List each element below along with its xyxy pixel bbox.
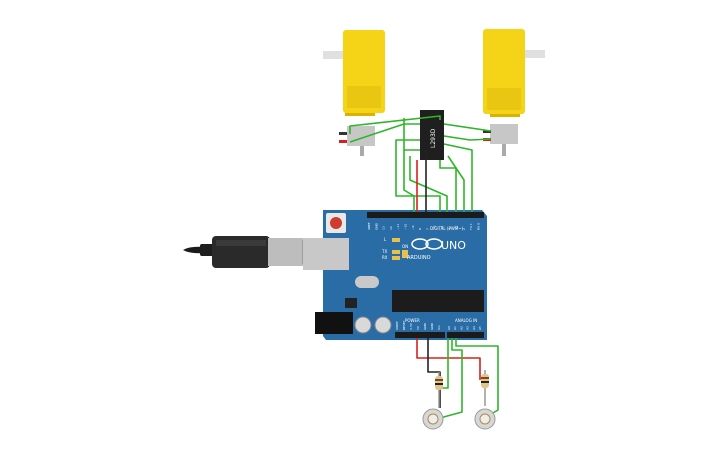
pin-label: GND bbox=[430, 322, 434, 330]
resistor-left[interactable] bbox=[435, 372, 443, 408]
led-rx-label: RX bbox=[382, 255, 388, 260]
pin-label: RX 0 bbox=[477, 223, 481, 230]
digital-header[interactable] bbox=[367, 212, 484, 218]
pin-label: IOREF bbox=[395, 321, 399, 330]
power-jack bbox=[315, 312, 353, 334]
board-brand: ARDUINO bbox=[407, 255, 431, 261]
led-l bbox=[392, 238, 400, 242]
dc-motor-left[interactable] bbox=[323, 30, 385, 156]
pin-label: ~11 bbox=[396, 224, 400, 230]
pin-label: A1 bbox=[453, 326, 457, 330]
pin-label: 4 bbox=[447, 228, 451, 230]
driver-label: L293D bbox=[430, 128, 437, 148]
power-label: POWER bbox=[405, 318, 420, 323]
pin-label: A3 bbox=[466, 326, 470, 330]
on-label: ON bbox=[402, 244, 408, 249]
pin-label: ~6 bbox=[433, 225, 437, 230]
pin-label: 3.3V bbox=[409, 322, 413, 330]
led-tx bbox=[392, 250, 400, 254]
pin-label: ~9 bbox=[411, 225, 415, 230]
led-on bbox=[402, 250, 408, 258]
usb-port bbox=[303, 238, 349, 270]
photoresistor-left[interactable] bbox=[422, 408, 444, 430]
dc-motor-right[interactable] bbox=[483, 29, 545, 156]
pin-label: 7 bbox=[425, 228, 429, 230]
pin-label: 12 bbox=[389, 226, 393, 230]
pin-label: ~10 bbox=[404, 224, 408, 230]
photoresistor-right[interactable] bbox=[474, 408, 496, 430]
power-header[interactable] bbox=[395, 332, 445, 338]
pin-label: ~5 bbox=[440, 225, 444, 230]
pin-label: A2 bbox=[459, 326, 463, 330]
pin-label: 2 bbox=[462, 228, 466, 230]
arduino-uno[interactable]: UNO ARDUINO DIGITAL (PWM~) POWER ANALOG … bbox=[303, 210, 487, 340]
atmega-chip bbox=[392, 290, 484, 312]
pin-label: 5V bbox=[416, 325, 420, 330]
pin-label: ~3 bbox=[455, 225, 459, 230]
pin-label: GND bbox=[374, 222, 378, 230]
pin-label: Vin bbox=[437, 325, 441, 330]
pin-label: 8 bbox=[418, 228, 422, 230]
pin-label: GND bbox=[423, 322, 427, 330]
wires bbox=[349, 115, 499, 419]
led-tx-label: TX bbox=[381, 249, 387, 254]
pin-label: A5 bbox=[478, 326, 482, 330]
resistor-right[interactable] bbox=[481, 370, 489, 406]
pin-label: A0 bbox=[447, 326, 451, 330]
analog-header[interactable] bbox=[447, 332, 484, 338]
led-l-label: L bbox=[384, 237, 387, 242]
led-rx bbox=[392, 256, 400, 260]
pin-label: 13 bbox=[382, 226, 386, 230]
pin-label: AREF bbox=[367, 222, 371, 230]
analog-label: ANALOG IN bbox=[455, 318, 477, 323]
arduino-logo bbox=[411, 238, 443, 250]
pin-label: A4 bbox=[472, 326, 476, 330]
pin-label: TX 1 bbox=[469, 223, 473, 231]
digital-label: DIGITAL (PWM~) bbox=[430, 226, 464, 231]
board-model: UNO bbox=[441, 239, 466, 252]
pin-label: RESET bbox=[402, 320, 406, 330]
